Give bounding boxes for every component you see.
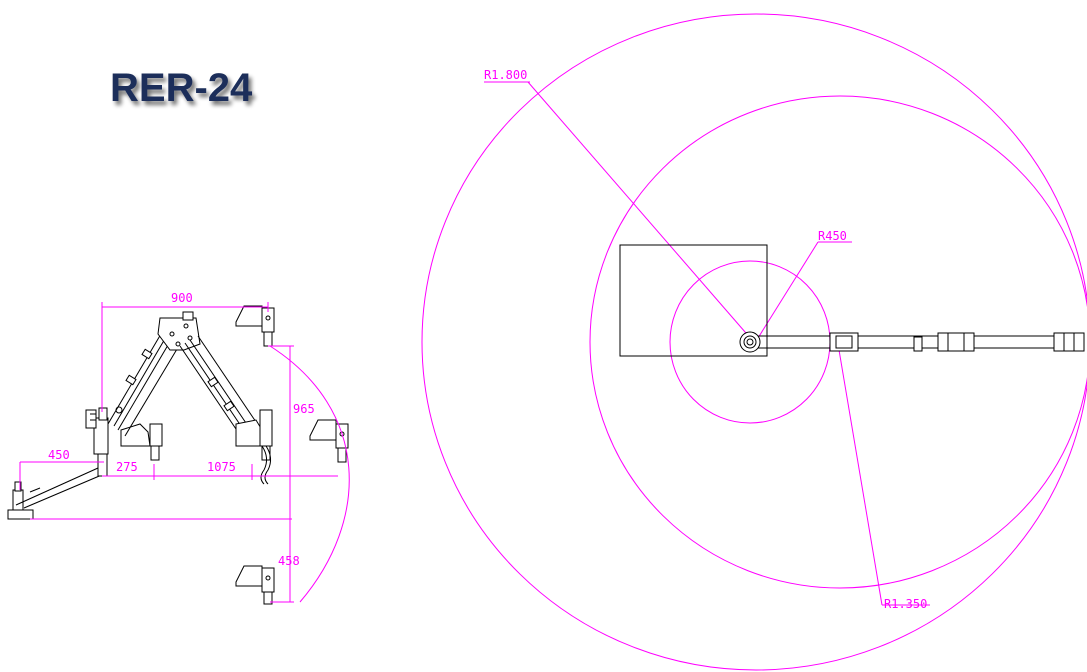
radius-label-inner: R450	[818, 229, 847, 243]
leader-outer	[527, 81, 753, 341]
side-view-labels: 900 965 450 275 1075 458	[48, 291, 315, 568]
elbow-joint	[157, 311, 201, 351]
dim-label-900: 900	[171, 291, 193, 305]
support-column	[85, 407, 109, 477]
tapping-head-top-view	[1053, 332, 1085, 352]
tapping-head-arm	[235, 409, 273, 485]
outer-reach-circle	[421, 13, 1087, 671]
arm-joint-2	[937, 332, 975, 352]
leader-inner	[757, 241, 819, 339]
side-view	[7, 305, 349, 605]
base-mount	[7, 467, 105, 520]
dim-label-965: 965	[293, 402, 315, 416]
tapping-head-middle	[309, 419, 349, 463]
swing-arc	[269, 345, 350, 603]
product-title: RER-24	[110, 66, 253, 110]
work-table	[619, 244, 768, 357]
dim-label-1075: 1075	[207, 460, 236, 474]
dim-label-450: 450	[48, 448, 70, 462]
arm-joint-1	[829, 332, 859, 352]
side-view-dimensions	[19, 302, 350, 603]
arm-clamp	[913, 336, 923, 352]
column-pivot	[739, 331, 761, 353]
top-view: R1.800 R450 R1.350	[421, 13, 1087, 671]
tapping-head-bottom	[235, 565, 275, 605]
reach-circles	[421, 13, 1087, 671]
tapping-head-column	[120, 423, 163, 461]
upper-arm	[179, 335, 257, 433]
radius-label-outer: R1.800	[484, 68, 527, 82]
top-view-arm	[739, 331, 1085, 353]
middle-reach-circle	[589, 95, 1087, 589]
dim-label-275: 275	[116, 460, 138, 474]
radius-label-middle: R1.350	[884, 597, 927, 611]
top-view-labels: R1.800 R450 R1.350	[484, 68, 927, 611]
dim-label-458: 458	[278, 554, 300, 568]
leader-middle	[837, 343, 883, 606]
